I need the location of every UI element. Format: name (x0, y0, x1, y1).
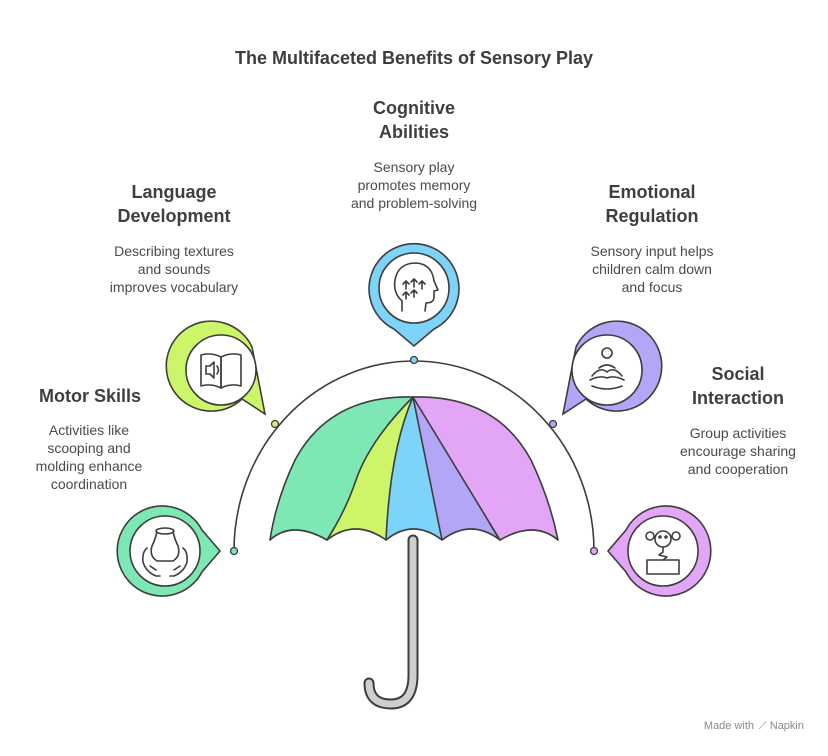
napkin-brand: Napkin (769, 720, 804, 732)
social-interaction-heading: Social Interaction (691, 364, 784, 408)
jack-in-the-box-icon (645, 530, 681, 575)
language-development-heading: Language Development (117, 182, 231, 226)
emotional-regulation-bubble (561, 320, 663, 416)
umbrella-canopy (269, 396, 559, 541)
umbrella-handle (363, 534, 419, 710)
motor-skills-bubble (116, 505, 222, 597)
arc-dot-emotional (548, 419, 558, 429)
social-interaction-description: Group activities encourage sharing and c… (680, 425, 796, 477)
emotional-regulation-description: Sensory input helps children calm down a… (590, 243, 714, 295)
canopy-panel-1 (269, 396, 414, 541)
arc-dot-motor (229, 546, 239, 556)
arc-dot-cognitive (409, 355, 419, 365)
hands-holding-vase-icon (142, 527, 188, 577)
motor-skills-heading: Motor Skills (38, 386, 141, 406)
canopy-panel-5 (412, 396, 559, 541)
napkin-logo-icon: ⟋ (759, 720, 767, 732)
motor-skills-description: Activities like scooping and molding enh… (35, 422, 143, 492)
language-development-bubble (165, 320, 267, 416)
diagram-title: The Multifaceted Benefits of Sensory Pla… (234, 48, 594, 68)
made-with-footer[interactable]: Made with ⟋Napkin (704, 720, 804, 733)
made-with-label: Made with (703, 720, 755, 732)
cognitive-abilities-heading: Cognitive Abilities (372, 98, 455, 142)
meditation-icon (589, 347, 625, 390)
social-interaction-bubble (606, 505, 712, 597)
audio-book-icon (200, 353, 242, 389)
arc-dot-social (589, 546, 599, 556)
arc-dot-language (270, 419, 280, 429)
cognitive-abilities-description: Sensory play promotes memory and problem… (350, 159, 478, 211)
language-development-description: Describing textures and sounds improves … (109, 243, 239, 295)
head-arrows-icon (393, 262, 439, 312)
emotional-regulation-heading: Emotional Regulation (605, 182, 699, 226)
